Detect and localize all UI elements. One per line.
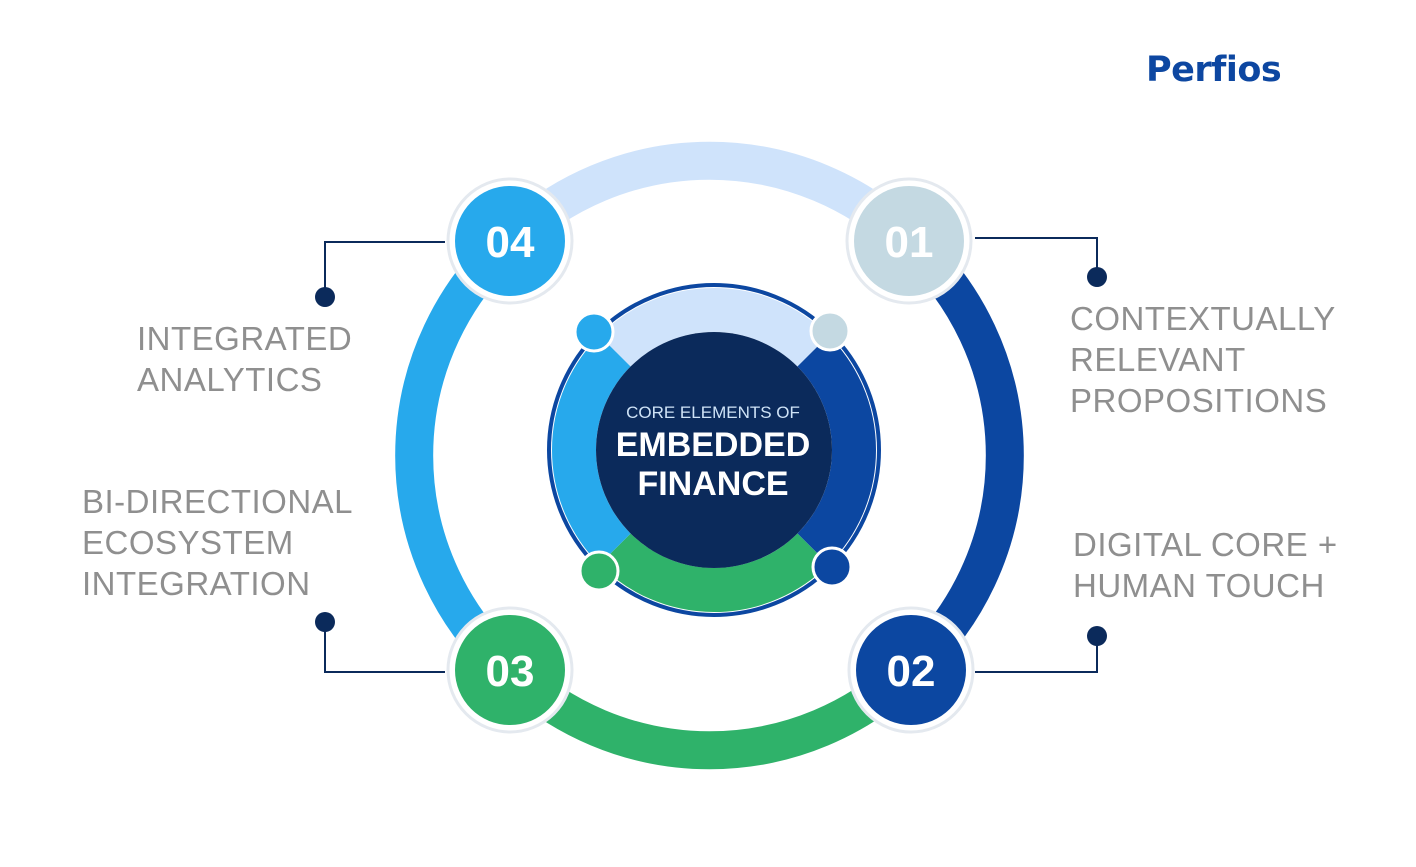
inner-arc-right: [797, 335, 876, 565]
element-03-label: BI-DIRECTIONAL ECOSYSTEM INTEGRATION: [82, 483, 354, 602]
center-title-line1: EMBEDDED: [616, 426, 811, 464]
center-subtitle: CORE ELEMENTS OF: [626, 403, 800, 422]
perfios-logo: Perfios: [1146, 50, 1282, 90]
badge-03-number: 03: [486, 647, 535, 696]
outer-ring-arc-bottom: [496, 656, 923, 770]
badge-04: 04: [446, 177, 574, 305]
badge-02: 02: [847, 606, 975, 734]
connector-03-dot: [315, 612, 335, 632]
badge-03: 03: [446, 606, 574, 734]
outer-ring-arc-right: [896, 226, 1024, 685]
connector-02: [975, 636, 1098, 673]
connector-03: [324, 622, 445, 673]
badge-01: 01: [845, 177, 973, 305]
inner-node-top-right: [809, 310, 851, 352]
inner-node-bottom-left: [578, 550, 620, 592]
connector-04: [324, 241, 445, 297]
element-02-label: DIGITAL CORE + HUMAN TOUCH: [1073, 526, 1338, 604]
outer-ring-arc-left: [395, 226, 523, 685]
badge-01-number: 01: [885, 218, 934, 267]
element-01-label: CONTEXTUALLY RELEVANT PROPOSITIONS: [1070, 300, 1336, 419]
inner-arc-bottom: [599, 533, 829, 612]
badge-02-number: 02: [887, 647, 936, 696]
element-04-label: INTEGRATED ANALYTICS: [137, 320, 353, 398]
connector-01: [975, 237, 1098, 277]
inner-arc-top: [599, 288, 829, 367]
center-title-line2: FINANCE: [637, 465, 788, 503]
outer-ring-arc-top: [496, 141, 923, 255]
connector-01-dot: [1087, 267, 1107, 287]
inner-outline-ring: [547, 283, 881, 617]
badge-04-number: 04: [486, 218, 535, 267]
inner-node-bottom-right: [811, 546, 853, 588]
connector-02-dot: [1087, 626, 1107, 646]
inner-arc-left: [552, 335, 631, 565]
connector-04-dot: [315, 287, 335, 307]
center-disc: [596, 332, 832, 568]
inner-node-top-left: [573, 311, 615, 353]
